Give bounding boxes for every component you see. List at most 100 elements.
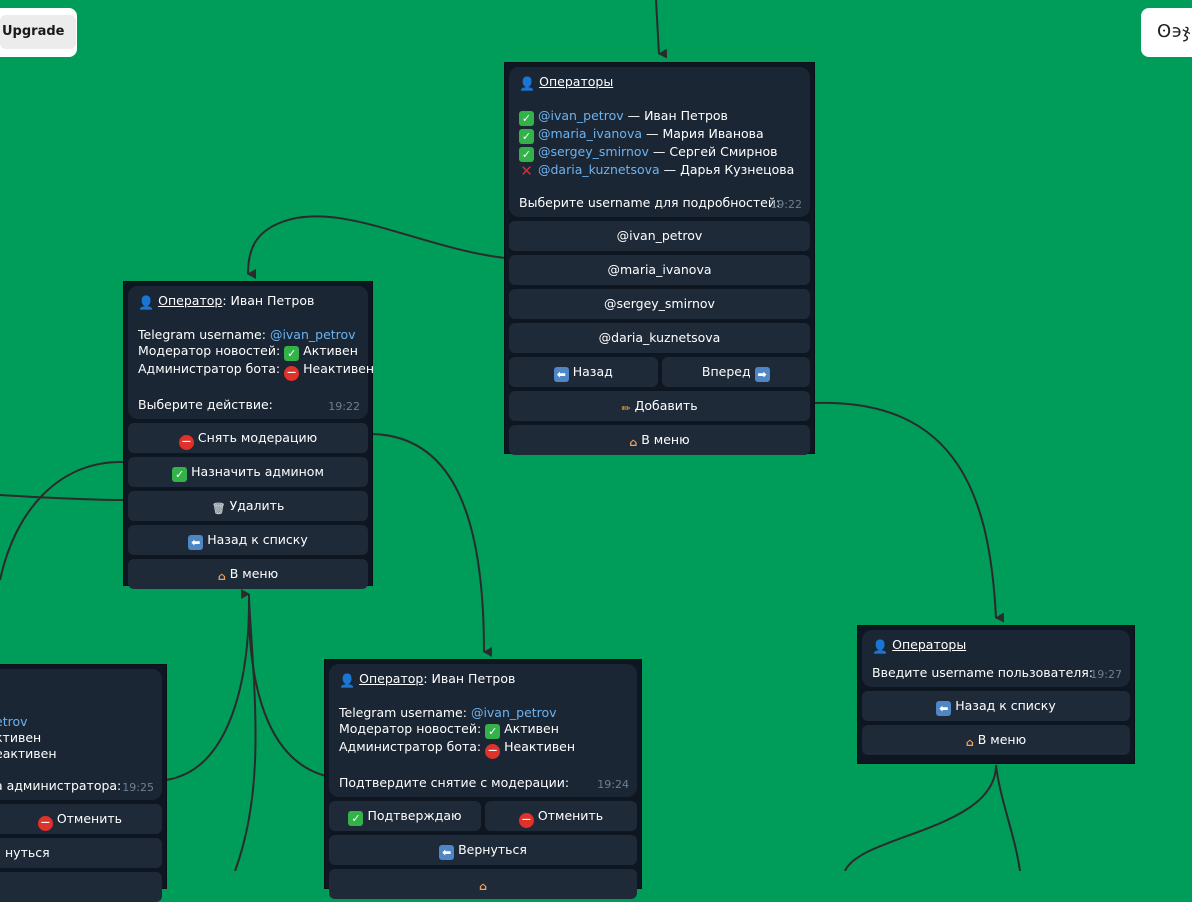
enter-username-card: 👤 Операторы Введите username пользовател… bbox=[857, 625, 1135, 764]
cross-icon: ✕ bbox=[520, 162, 533, 180]
message-title[interactable]: Оператор bbox=[359, 671, 424, 686]
check-icon: ✓ bbox=[284, 346, 300, 361]
house-icon: ⌂ bbox=[965, 736, 974, 749]
stop-icon: — bbox=[178, 435, 194, 450]
message-prompt: Выберите действие: bbox=[138, 397, 273, 412]
username-link[interactable]: @daria_kuznetsova bbox=[537, 162, 660, 177]
user-line: ✓ @maria_ivanova — Мария Иванова bbox=[519, 126, 800, 144]
link-add-to-enter bbox=[813, 401, 1005, 623]
stop-icon: — bbox=[37, 816, 53, 831]
check-icon: ✓ bbox=[485, 724, 501, 739]
back-button[interactable]: ⬅ Назад bbox=[509, 357, 658, 387]
house-icon: ⌂ bbox=[479, 880, 487, 893]
upgrade-button[interactable]: Upgrade bbox=[0, 15, 77, 49]
user-icon: 👤 bbox=[138, 296, 155, 311]
user-button-sergey[interactable]: @sergey_smirnov bbox=[509, 289, 810, 319]
message-title[interactable]: Оператор bbox=[158, 293, 223, 308]
partial-button[interactable] bbox=[0, 872, 162, 902]
username-link[interactable]: @maria_ivanova bbox=[537, 126, 643, 141]
check-icon: ✓ bbox=[519, 147, 534, 162]
remove-moderation-button[interactable]: — Снять модерацию bbox=[128, 423, 368, 453]
stop-icon: — bbox=[485, 744, 501, 759]
stop-icon: — bbox=[518, 813, 534, 828]
link-enter-bottom-right bbox=[995, 764, 1021, 871]
cancel-button[interactable]: — Отменить bbox=[0, 804, 162, 834]
check-icon: ✓ bbox=[172, 467, 188, 482]
app-logo-icon: ʘ϶ჯ bbox=[1157, 21, 1191, 42]
partial-button[interactable]: ⌂ bbox=[329, 869, 637, 899]
arrow-left-icon: ⬅ bbox=[188, 535, 204, 550]
user-button-maria[interactable]: @maria_ivanova bbox=[509, 255, 810, 285]
link-operators-to-detail bbox=[247, 215, 506, 280]
operators-list-card: 👤 Операторы ✓ @ivan_petrov — Иван Петров… bbox=[504, 62, 815, 455]
confirm-message: 👤 Оператор: Иван Петров Telegram usernam… bbox=[329, 664, 637, 797]
user-icon: 👤 bbox=[872, 640, 889, 655]
arrow-left-icon: ⬅ bbox=[936, 701, 952, 716]
user-icon: 👤 bbox=[339, 674, 356, 689]
link-bottom-to-detail bbox=[234, 599, 257, 871]
house-icon: ⌂ bbox=[629, 436, 638, 449]
pencil-icon: ✏ bbox=[621, 402, 631, 415]
forward-button[interactable]: Вперед ➡ bbox=[661, 357, 810, 387]
user-line: ✕ @daria_kuznetsova — Дарья Кузнецова bbox=[520, 162, 795, 180]
link-confirm-to-detail bbox=[247, 599, 327, 777]
message-time: 19:22 bbox=[328, 400, 360, 413]
back-to-list-button[interactable]: ⬅ Назад к списку bbox=[128, 525, 368, 555]
link-left-into-detail bbox=[0, 494, 125, 501]
arrow-left-icon: ⬅ bbox=[553, 367, 569, 382]
user-icon: 👤 bbox=[519, 77, 536, 92]
message-time: 19:25 bbox=[122, 781, 154, 794]
operator-detail-card: 👤 Оператор: Иван Петров Telegram usernam… bbox=[123, 281, 374, 589]
link-enter-bottom-left bbox=[844, 764, 997, 871]
check-icon: ✓ bbox=[348, 811, 364, 826]
menu-button[interactable]: ⌂ В меню bbox=[509, 425, 810, 455]
username-link[interactable]: @ivan_petrov bbox=[269, 327, 356, 342]
message-prompt: Введите username пользователя: bbox=[872, 665, 1094, 680]
trash-icon: 🗑 bbox=[211, 502, 226, 515]
user-line: ✓ @sergey_smirnov — Сергей Смирнов bbox=[519, 144, 800, 162]
menu-button[interactable]: ⌂ В меню bbox=[862, 725, 1130, 755]
operator-detail-message: 👤 Оператор: Иван Петров Telegram usernam… bbox=[128, 286, 374, 419]
arrow-left-icon: ⬅ bbox=[439, 845, 455, 860]
message-time: 19:24 bbox=[597, 778, 629, 791]
return-button[interactable]: нуться bbox=[0, 838, 162, 868]
enter-username-message: 👤 Операторы Введите username пользовател… bbox=[862, 630, 1130, 687]
add-button[interactable]: ✏ Добавить bbox=[509, 391, 810, 421]
back-to-list-button[interactable]: ⬅ Назад к списку bbox=[862, 691, 1130, 721]
partial-left-card: etrov ктивен еактивен а администратора: … bbox=[0, 664, 167, 902]
link-partial-to-detail bbox=[165, 589, 251, 781]
upgrade-panel: Upgrade bbox=[0, 8, 77, 57]
username-link[interactable]: @ivan_petrov bbox=[470, 705, 557, 720]
confirm-unmoderation-card: 👤 Оператор: Иван Петров Telegram usernam… bbox=[324, 659, 642, 899]
return-button[interactable]: ⬅ Вернуться bbox=[329, 835, 637, 865]
username-link[interactable]: @ivan_petrov bbox=[537, 108, 624, 123]
message-prompt: а администратора: bbox=[0, 778, 122, 793]
message-prompt: Выберите username для подробностей: bbox=[519, 195, 781, 210]
user-button-daria[interactable]: @daria_kuznetsova bbox=[509, 323, 810, 353]
check-icon: ✓ bbox=[519, 111, 534, 126]
message-title[interactable]: Операторы bbox=[539, 74, 614, 89]
link-top-to-operators bbox=[655, 0, 668, 59]
link-admin-from-left bbox=[0, 460, 125, 581]
stop-icon: — bbox=[284, 366, 300, 381]
confirm-button[interactable]: ✓ Подтверждаю bbox=[329, 801, 481, 831]
message-prompt: Подтвердите снятие с модерации: bbox=[339, 775, 570, 790]
arrow-right-icon: ➡ bbox=[754, 367, 770, 382]
cancel-button[interactable]: — Отменить bbox=[485, 801, 637, 831]
username-link[interactable]: @sergey_smirnov bbox=[537, 144, 649, 159]
make-admin-button[interactable]: ✓ Назначить админом bbox=[128, 457, 368, 487]
operators-list-message: 👤 Операторы ✓ @ivan_petrov — Иван Петров… bbox=[509, 67, 810, 217]
menu-button[interactable]: ⌂ В меню bbox=[128, 559, 368, 589]
logo-panel: ʘ϶ჯ bbox=[1141, 8, 1192, 57]
delete-button[interactable]: 🗑 Удалить bbox=[128, 491, 368, 521]
link-unmod-to-confirm bbox=[371, 433, 493, 657]
message-time: 19:22 bbox=[770, 198, 802, 211]
user-line: ✓ @ivan_petrov — Иван Петров bbox=[519, 108, 800, 126]
username-link[interactable]: etrov bbox=[0, 714, 28, 729]
message-time: 19:27 bbox=[1090, 668, 1122, 681]
message-title[interactable]: Операторы bbox=[892, 637, 967, 652]
house-icon: ⌂ bbox=[217, 570, 226, 583]
user-button-ivan[interactable]: @ivan_petrov bbox=[509, 221, 810, 251]
partial-left-message: etrov ктивен еактивен а администратора: … bbox=[0, 669, 162, 800]
check-icon: ✓ bbox=[519, 129, 534, 144]
